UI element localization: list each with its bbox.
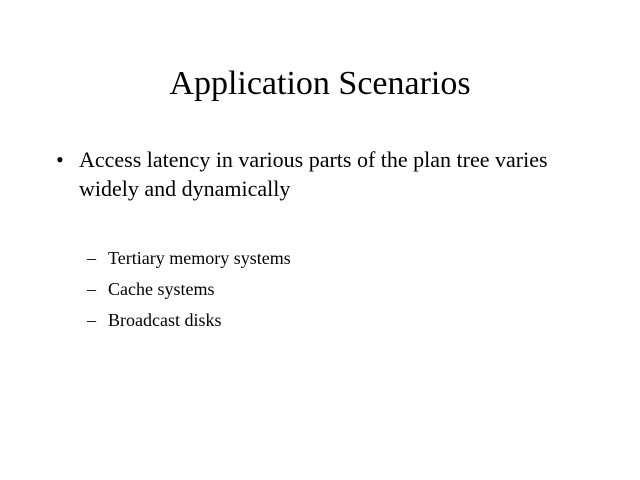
sub-bullet-text: Broadcast disks: [108, 310, 222, 330]
sub-bullet-item: – Tertiary memory systems: [87, 243, 567, 274]
bullet-text: Access latency in various parts of the p…: [79, 147, 548, 201]
sub-bullet-item: – Broadcast disks: [87, 305, 567, 336]
sub-bullet-item: – Cache systems: [87, 274, 567, 305]
bullet-marker: •: [56, 147, 64, 172]
dash-marker: –: [87, 310, 96, 330]
sub-bullet-list: – Tertiary memory systems – Cache system…: [87, 243, 567, 336]
sub-bullet-text: Cache systems: [108, 279, 215, 299]
slide-title: Application Scenarios: [169, 65, 471, 102]
dash-marker: –: [87, 279, 96, 299]
dash-marker: –: [87, 248, 96, 268]
sub-bullet-text: Tertiary memory systems: [108, 248, 291, 268]
